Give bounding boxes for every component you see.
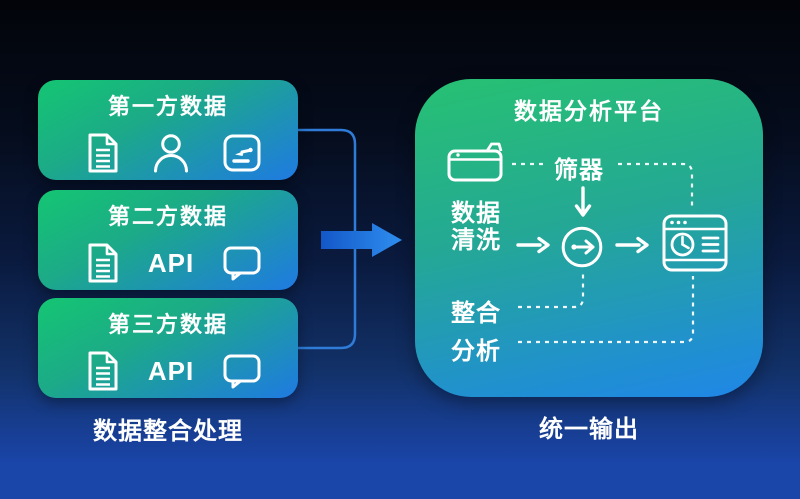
flow-arrow-1 (516, 236, 550, 254)
right-caption: 统一输出 (539, 416, 639, 443)
card-title: 第二方数据 (107, 204, 228, 229)
analytics-platform-panel: 数据分析平台 筛器 数据 清洗 (415, 79, 763, 397)
cleaning-line2: 清洗 (451, 227, 501, 254)
chat-icon (223, 246, 261, 281)
storage-box-icon (447, 142, 503, 182)
left-caption: 数据整合处理 (93, 418, 243, 445)
api-label: API (147, 355, 195, 386)
document-icon (88, 351, 118, 391)
dash-analyze-to-dashboard (518, 276, 695, 344)
chat-icon (223, 354, 261, 389)
cleaning-line1: 数据 (451, 200, 501, 227)
cleaning-label: 数据 清洗 (451, 200, 501, 254)
card-second-party: 第二方数据 API (38, 190, 298, 290)
card-icon-row: API (38, 240, 298, 286)
card-title: 第一方数据 (107, 94, 228, 119)
document-icon (88, 243, 118, 283)
card-icon-row (38, 130, 298, 176)
analyze-label: 分析 (451, 338, 501, 365)
down-arrow (574, 186, 592, 217)
card-title: 第三方数据 (107, 312, 228, 337)
filter-label: 筛器 (554, 157, 604, 184)
card-icon-row: API (38, 348, 298, 394)
card-third-party: 第三方数据 API (38, 298, 298, 398)
flow-arrow-2 (615, 236, 649, 254)
document-icon (88, 133, 118, 173)
big-arrow (321, 223, 402, 257)
integrate-label: 整合 (451, 300, 501, 327)
person-icon (154, 134, 188, 173)
api-label: API (147, 247, 195, 278)
card-first-party: 第一方数据 (38, 80, 298, 180)
process-circle-icon (561, 226, 603, 268)
bracket-line (298, 128, 357, 350)
dash-integrate-to-process (518, 272, 585, 309)
pointer-box-icon (223, 134, 261, 172)
dash-filter-to-dashboard (618, 162, 694, 208)
dashboard-browser-icon (662, 214, 728, 272)
panel-title: 数据分析平台 (514, 98, 664, 124)
